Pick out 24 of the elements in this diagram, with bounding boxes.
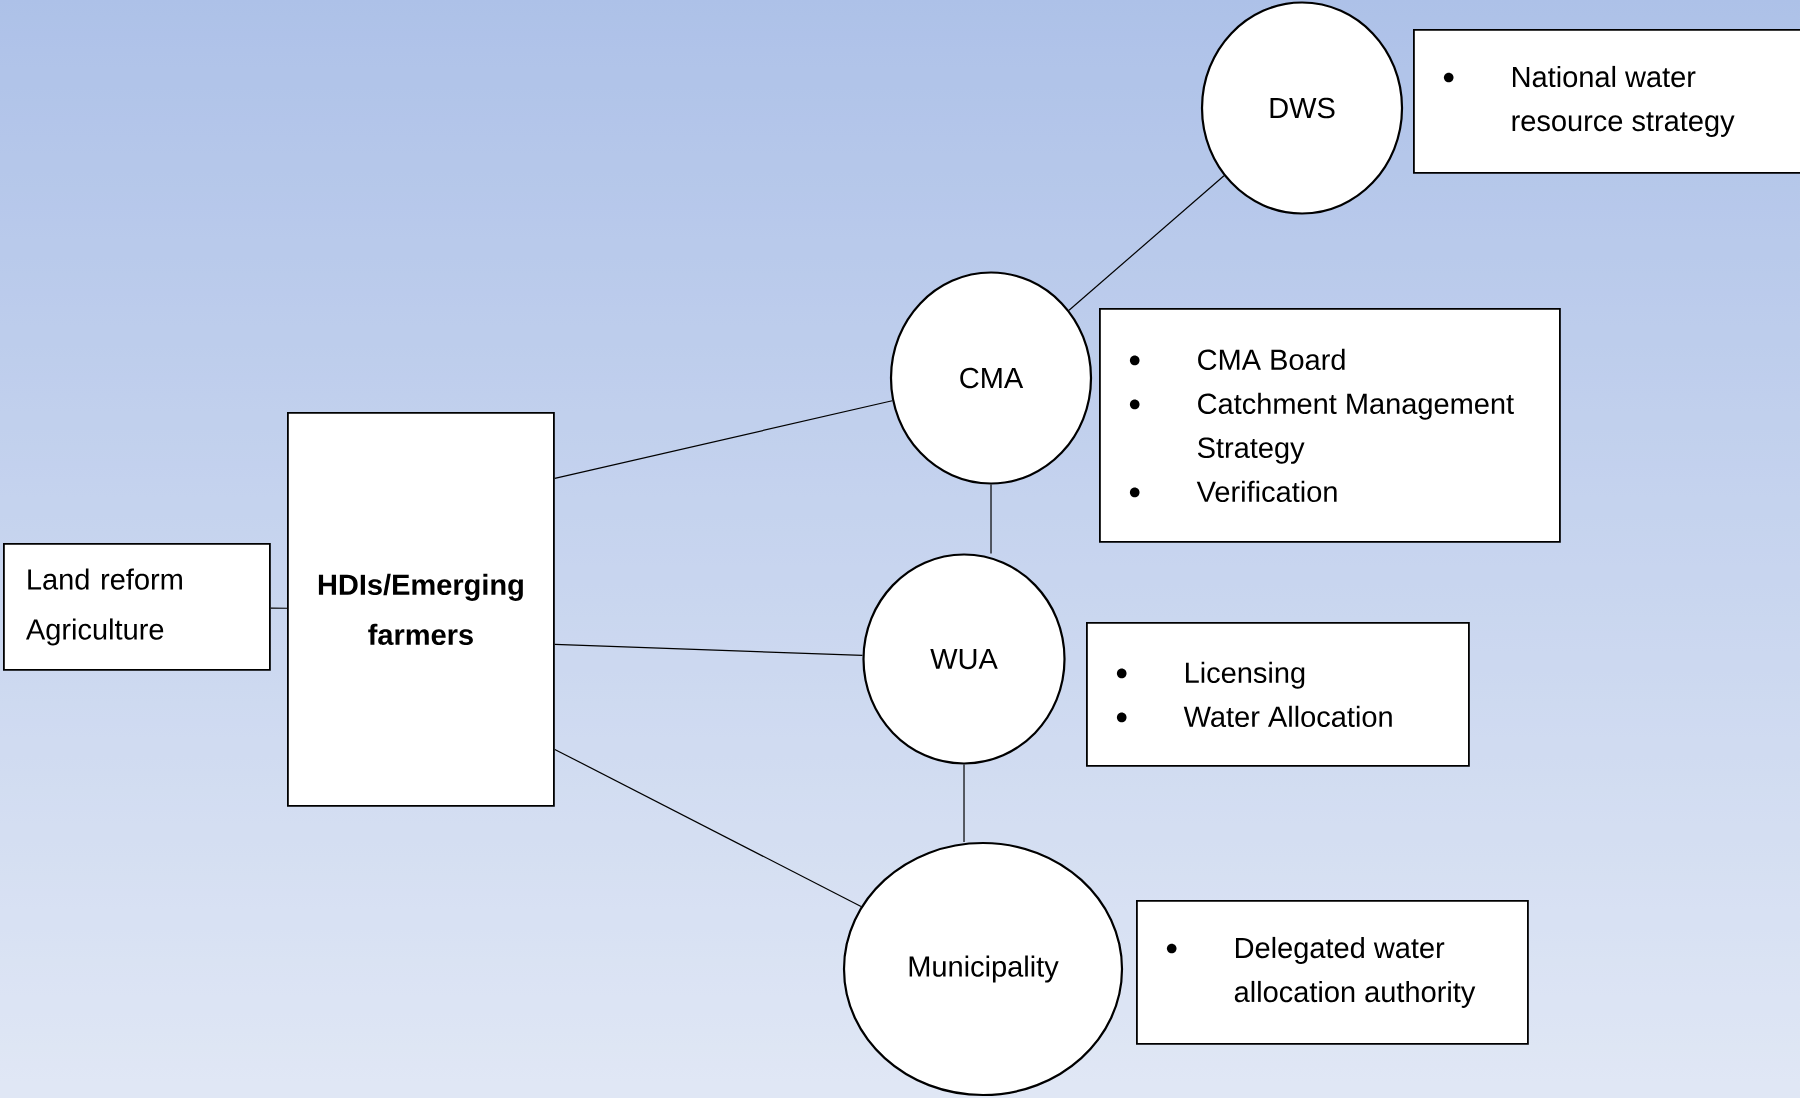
bullet-box bbox=[1136, 900, 1529, 1045]
connector-line bbox=[554, 643, 864, 656]
bullet-box bbox=[1099, 308, 1561, 543]
bullet-item: National water resource strategy bbox=[1443, 65, 1735, 137]
bullet-box bbox=[1413, 29, 1800, 174]
text-box: HDIs/Emerging farmers bbox=[287, 412, 555, 807]
connector-line bbox=[270, 607, 288, 609]
bullet-box bbox=[1086, 622, 1470, 767]
bullet-item: CMA Board bbox=[1129, 348, 1345, 371]
bullet-item: Delegated water allocation authority bbox=[1166, 936, 1476, 1008]
circle-node: WUA bbox=[862, 553, 1066, 765]
bullet-item: Water Allocation bbox=[1116, 705, 1392, 728]
circle-node: CMA bbox=[889, 271, 1093, 485]
bullet-item: Catchment Management Strategy bbox=[1129, 392, 1514, 464]
connector-line bbox=[554, 400, 893, 479]
connector-line bbox=[1068, 175, 1225, 311]
text-box: Land reform Agriculture bbox=[3, 543, 271, 671]
connector-line bbox=[554, 748, 862, 908]
circle-node: Municipality bbox=[842, 841, 1124, 1097]
connector-line bbox=[990, 484, 992, 554]
bullet-item: Licensing bbox=[1116, 661, 1305, 689]
circle-node: DWS bbox=[1200, 1, 1404, 215]
connector-line bbox=[963, 764, 965, 843]
bullet-item: Verification bbox=[1129, 480, 1337, 503]
